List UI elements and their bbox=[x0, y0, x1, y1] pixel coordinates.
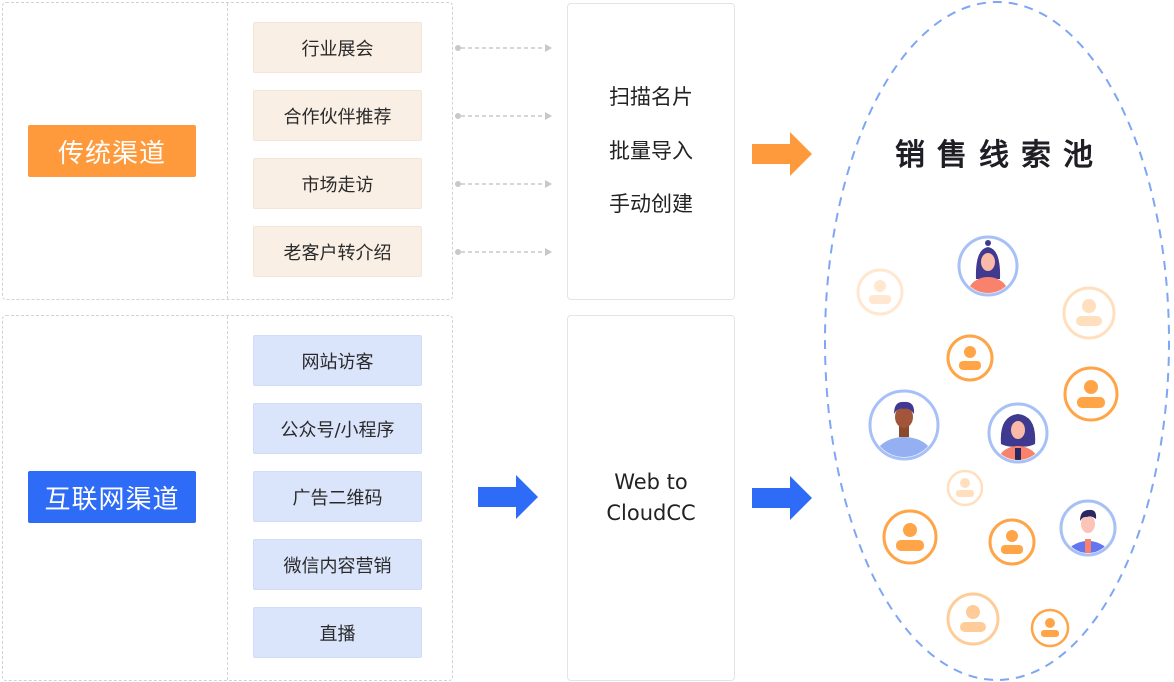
source-item-website-visitor: 网站访客 bbox=[253, 335, 422, 386]
traditional-method-box: 扫描名片 批量导入 手动创建 bbox=[567, 3, 735, 300]
source-item-trade-show: 行业展会 bbox=[253, 22, 422, 73]
lead-pool-ellipse bbox=[824, 1, 1170, 681]
method-manual-create: 手动创建 bbox=[609, 192, 693, 217]
source-item-customer-referral: 老客户转介绍 bbox=[253, 226, 422, 277]
source-item-live-stream: 直播 bbox=[253, 607, 422, 658]
web-to-cloudcc-box: Web to CloudCC bbox=[567, 315, 735, 681]
group-divider bbox=[227, 316, 228, 680]
group-divider bbox=[227, 3, 228, 299]
method-scan-card: 扫描名片 bbox=[609, 85, 693, 110]
lead-pool-title: 销售线索池 bbox=[895, 138, 1105, 173]
lead-avatar-icon bbox=[1030, 608, 1070, 648]
woman-curly-avatar-icon bbox=[987, 402, 1049, 464]
traditional-channel-label: 传统渠道 bbox=[28, 125, 196, 177]
web-to-label: Web to bbox=[614, 469, 688, 494]
orange-arrow-icon bbox=[752, 132, 812, 176]
lead-avatar-icon bbox=[856, 268, 904, 316]
source-item-ad-qrcode: 广告二维码 bbox=[253, 471, 422, 522]
internet-channel-label: 互联网渠道 bbox=[28, 471, 196, 523]
lead-avatar-icon bbox=[946, 592, 1000, 646]
man-avatar-icon bbox=[868, 389, 940, 461]
cloudcc-label: CloudCC bbox=[606, 501, 696, 525]
lead-avatar-icon bbox=[946, 334, 994, 382]
woman-avatar-icon bbox=[957, 235, 1019, 297]
lead-avatar-icon bbox=[1062, 286, 1116, 340]
lead-avatar-icon bbox=[946, 469, 984, 507]
connector-arrow bbox=[455, 248, 552, 256]
source-item-partner-referral: 合作伙伴推荐 bbox=[253, 90, 422, 141]
source-item-wechat-content: 微信内容营销 bbox=[253, 539, 422, 590]
blue-arrow-icon bbox=[752, 476, 812, 520]
internet-channel-group bbox=[2, 315, 453, 681]
source-item-market-visit: 市场走访 bbox=[253, 158, 422, 209]
connector-arrow bbox=[455, 112, 552, 120]
blue-arrow-icon bbox=[478, 475, 538, 519]
traditional-channel-group bbox=[2, 2, 453, 300]
method-bulk-import: 批量导入 bbox=[609, 138, 693, 163]
lead-avatar-icon bbox=[988, 518, 1036, 566]
lead-avatar-icon bbox=[882, 509, 938, 565]
connector-arrow bbox=[455, 180, 552, 188]
connector-arrow bbox=[455, 44, 552, 52]
source-item-official-account: 公众号/小程序 bbox=[253, 403, 422, 454]
lead-avatar-icon bbox=[1063, 366, 1119, 422]
man-suit-avatar-icon bbox=[1059, 499, 1117, 557]
